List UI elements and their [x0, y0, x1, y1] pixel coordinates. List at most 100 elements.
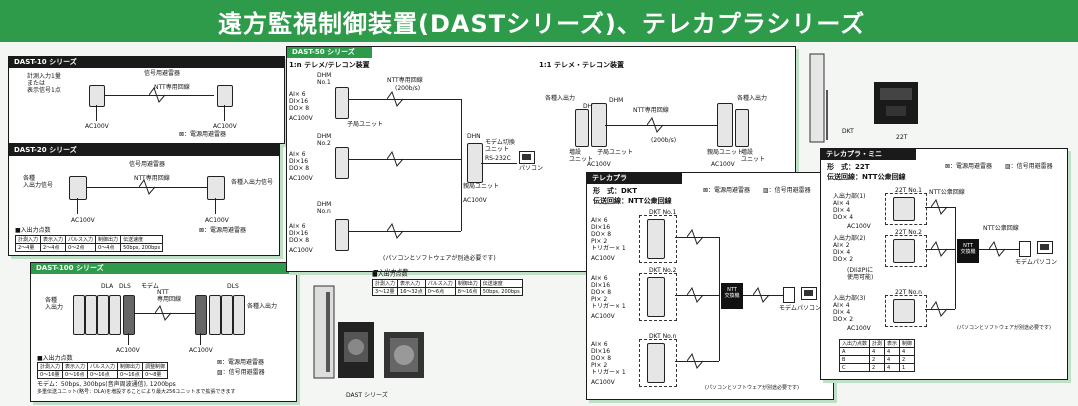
dast50-ntt-right: NTT専用回線: [633, 107, 669, 114]
dast50-ac-2: AC100V: [289, 175, 313, 182]
dast50-child-1: 子局ユニット: [347, 121, 384, 128]
dast50-dhs-unit-right: [735, 109, 749, 147]
telemini-signal-legend: ▨：信号用避雷器: [1005, 163, 1053, 170]
telemini-modem-box: [1019, 241, 1031, 257]
telemini-ntt-label: NTT公衆回線: [929, 189, 965, 196]
dast20-left-label: 各種 入出力信号: [23, 175, 54, 189]
telecoupler-pc-note: (パソコンとソフトウェアが別途必要です): [705, 385, 799, 391]
dast50-master-label: 親局ユニット: [463, 183, 500, 190]
telemini-pc-icon: [1037, 241, 1053, 254]
dast100-ac-right: AC100V: [189, 347, 213, 354]
dast10-link-line: [104, 95, 214, 96]
dast100-dla-label: DLA: [101, 283, 114, 290]
dast20-legend: ⊠：電源用避雷器: [199, 227, 247, 234]
telemini-di-note: (DIはPIに 使用可能): [847, 267, 874, 281]
dast50-rs232c: RS-232C: [485, 155, 511, 162]
dast10-master-unit: [89, 85, 105, 107]
dast50-rate: (200b/s): [395, 85, 421, 92]
dkt-photo-caption: DKT: [842, 128, 854, 135]
panel-dast20: DAST-20 シリーズ 各種 入出力信号 各種入出力信号 信号用避雷器 NTT…: [8, 144, 280, 256]
title-banner: 遠方監視制御装置(DASTシリーズ)、テレカプラシリーズ: [0, 0, 1078, 42]
panel-telecoupler: テレカプラ 形 式：DKT 伝送回線：NTT公衆回線 ⊠：電源用避雷器 ▨：信号…: [586, 172, 834, 400]
telemini-u1: 22T No.1: [895, 187, 922, 194]
telecoupler-line: 伝送回線：NTT公衆回線: [593, 197, 672, 205]
dast20-points-title: ■入出力点数: [15, 227, 51, 234]
dast50-pc-label: パソコン: [519, 165, 544, 172]
dast50-expand-right: 増設 ユニット: [741, 149, 766, 163]
dast50-dhmn-label: DHM No.n: [317, 201, 332, 215]
dast50-ac-n: AC100V: [289, 247, 313, 254]
dast20-surge-label: 信号用避雷器: [129, 161, 166, 168]
telemini-in2: 入出力部(2) AI× 2 DI× 4 DO× 2: [833, 235, 866, 263]
telecoupler-power-legend: ⊠：電源用避雷器: [703, 187, 751, 194]
telemini-in1: 入出力部(1) AI× 4 DI× 4 DO× 4: [833, 193, 866, 221]
dast50-dhn-label: DHN: [467, 133, 481, 140]
dast100-points-title: ■入出力点数: [37, 355, 73, 362]
telecoupler-pc-label: パソコン: [797, 305, 822, 312]
panel-dast20-title: DAST-20 シリーズ: [9, 145, 279, 156]
dast50-ntt-label: NTT専用回線: [387, 77, 423, 84]
dast50-child-right: 子局ユニット: [597, 149, 634, 156]
telemini-ntt-switch: NTT 交換機: [957, 239, 979, 263]
dast50-ion: AI× 6 DI×16 DO× 8: [289, 223, 310, 244]
dast50-dhm1-unit: [335, 87, 349, 119]
telemini-u2: 22T No.2: [895, 229, 922, 236]
dast50-dhmn-unit: [335, 219, 349, 251]
telemini-line: 伝送回線：NTT公衆回線: [827, 173, 906, 181]
dast50-dhm-label: DHM: [609, 97, 624, 104]
dast100-power-legend: ⊠：電源用避雷器: [217, 359, 265, 366]
dast50-ac-right-a: AC100V: [587, 161, 611, 168]
telecoupler-ac2: AC100V: [591, 313, 615, 320]
dast50-points-title-label: ■入出力点数: [372, 271, 408, 278]
telemini-ac1: AC100V: [847, 223, 871, 230]
dast50-dhm-unit-right: [717, 103, 733, 147]
telemini-un: 22T No.n: [895, 289, 922, 296]
dast50-modem-switch: モデム切換 ユニット: [485, 139, 515, 153]
dast50-ac-dhn: AC100V: [463, 197, 487, 204]
dast100-io-label: 各種 入出力: [45, 297, 64, 311]
telecoupler-dkt2-unit: [647, 277, 665, 317]
dast10-legend: ⊠：電源用避雷器: [179, 131, 227, 138]
telecoupler-dktn-unit: [647, 343, 665, 383]
dast20-right-label: 各種入出力信号: [231, 179, 274, 186]
telecoupler-io1: AI× 6 DI×16 DO× 8 PI× 2 トリガー× 1: [591, 217, 626, 252]
dast10-ac-left: AC100V: [85, 123, 109, 130]
dast10-child-unit: [217, 85, 233, 107]
dast10-line-break: [149, 87, 165, 103]
dast100-line-break: [155, 305, 171, 321]
dast50-io2: AI× 6 DI×16 DO× 8: [289, 151, 310, 172]
dast-photo-caption: DAST シリーズ: [346, 392, 388, 399]
telecoupler-modem-box: [783, 287, 795, 303]
dast100-line-label: NTT 専用回線: [157, 289, 182, 303]
telecoupler-dkt1-unit: [647, 219, 665, 259]
dast50-sec2-title: 1:1 テレメ・テレコン装置: [539, 61, 624, 69]
panel-telecoupler-title: テレカプラ: [587, 173, 682, 184]
dast20-child-unit: [207, 176, 225, 200]
telemini-power-legend: ⊠：電源用避雷器: [945, 163, 993, 170]
dast20-ac-left: AC100V: [71, 217, 95, 224]
dast50-io1: AI× 6 DI×16 DO× 8: [289, 91, 310, 112]
telemini-pc-note: (パソコンとソフトウェアが別途必要です): [957, 325, 1051, 331]
telecoupler-dkt2: DKT No.2: [649, 267, 677, 274]
dast10-surge-label: 信号用避雷器: [144, 70, 181, 77]
panel-dast100: DAST-100 シリーズ 各種 入出力 DLA DLS モデム NTT 専用回…: [30, 262, 297, 402]
t22-product-photo: [868, 76, 924, 130]
telemini-form: 形 式：22T: [827, 163, 870, 171]
dast50-dhm2-label: DHM No.2: [317, 133, 332, 147]
dast10-line-label: NTT専用回線: [154, 84, 190, 91]
dast-photo-2: [380, 326, 428, 382]
panel-telemini: テレカプラ・ミニ 形 式：22T 伝送回線：NTT公衆回線 ⊠：電源用避雷器 ▨…: [820, 148, 1068, 380]
telecoupler-io2: AI× 6 DI×16 DO× 8 PI× 2 トリガー× 1: [591, 275, 626, 310]
dast100-dls-label: DLS: [119, 283, 131, 290]
telecoupler-modem-label: モデム: [779, 305, 797, 312]
telemini-u2-unit: [893, 239, 915, 263]
dast50-ac-1: AC100V: [289, 115, 313, 122]
dast50-sec1-title: 1:n テレメ/テレコン装置: [289, 61, 370, 69]
telecoupler-ac1: AC100V: [591, 255, 615, 262]
dast20-line-label: NTT専用回線: [134, 175, 170, 182]
dast50-dhm2-unit: [335, 147, 349, 179]
telemini-in3: 入出力部(3) AI× 4 DI× 4 DO× 2: [833, 295, 866, 323]
telecoupler-signal-legend: ▨：信号用避雷器: [763, 187, 811, 194]
